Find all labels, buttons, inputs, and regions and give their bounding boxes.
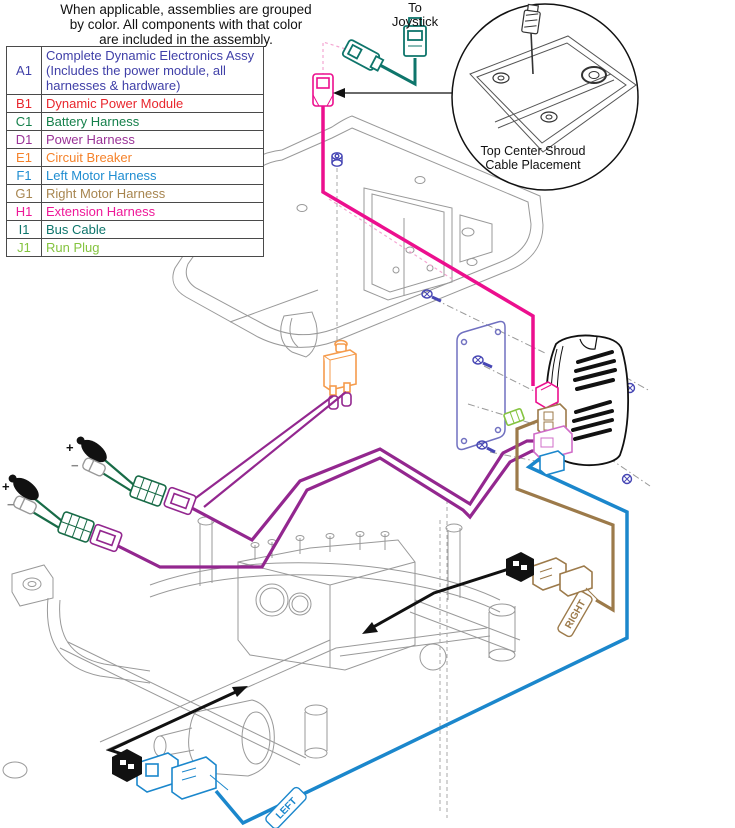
legend-id-C1: C1 xyxy=(6,112,42,131)
plate-screw-mid xyxy=(472,355,493,369)
battery1-minus: − xyxy=(71,458,79,473)
legend-label-A1: Complete Dynamic Electronics Assy (Inclu… xyxy=(41,46,264,95)
page-note-line1: When applicable, assemblies are grouped xyxy=(60,2,312,17)
page-note-line2: by color. All components with that color xyxy=(69,17,303,32)
left-motor-harness: LEFT xyxy=(136,451,629,828)
circuit-breaker xyxy=(323,339,357,396)
battery2-minus: − xyxy=(7,497,15,512)
callout-label-line1: Top Center Shroud xyxy=(481,144,586,158)
motor-cable-connector-right xyxy=(506,552,534,582)
bus-cable xyxy=(341,17,427,87)
mounting-plate xyxy=(456,320,506,451)
battery-polarity-labels: + − + − xyxy=(2,440,79,512)
motor-cables xyxy=(105,552,534,782)
shroud-line-art xyxy=(172,115,544,358)
power-harness-connectors xyxy=(89,486,197,553)
module-vents xyxy=(571,350,617,441)
legend-id-H1: H1 xyxy=(6,202,42,221)
battery-positive-boot xyxy=(8,436,107,501)
battery2-plus: + xyxy=(2,479,10,494)
module-connectors xyxy=(503,381,573,476)
legend-id-I1: I1 xyxy=(6,220,42,239)
callout-cable-connector xyxy=(521,3,541,35)
legend-label-G1: Right Motor Harness xyxy=(41,184,264,203)
joystick-connector xyxy=(403,17,427,57)
legend-id-A1: A1 xyxy=(6,46,42,95)
power-module-connector xyxy=(533,425,573,461)
power-harness-cables xyxy=(111,391,543,569)
battery-negative-connector xyxy=(13,457,106,515)
page-note: When applicable, assemblies are grouped … xyxy=(0,2,372,47)
motor-cable-connector-left xyxy=(112,749,142,782)
callout-arrow xyxy=(333,88,345,98)
legend-label-E1: Circuit Breaker xyxy=(41,148,264,167)
legend-id-E1: E1 xyxy=(6,148,42,167)
right-tag: RIGHT xyxy=(557,590,593,638)
hardware-screws xyxy=(331,152,636,485)
extension-harness-connector xyxy=(312,73,334,107)
battery-harness-connectors xyxy=(57,475,167,543)
legend-label-D1: Power Harness xyxy=(41,130,264,149)
battery1-plus: + xyxy=(66,440,74,455)
legend-label-F1: Left Motor Harness xyxy=(41,166,264,185)
legend-label-J1: Run Plug xyxy=(41,238,264,257)
extension-module-connector xyxy=(535,381,559,409)
legend-id-D1: D1 xyxy=(6,130,42,149)
run-plug xyxy=(503,408,525,426)
callout-label-line2: Cable Placement xyxy=(485,158,581,172)
plate-screw-bottom xyxy=(476,440,496,454)
bus-cable-connector xyxy=(341,39,385,72)
legend-label-H1: Extension Harness xyxy=(41,202,264,221)
legend-id-G1: G1 xyxy=(6,184,42,203)
legend-label-B1: Dynamic Power Module xyxy=(41,94,264,113)
legend-label-C1: Battery Harness xyxy=(41,112,264,131)
module-screw-bottom xyxy=(621,473,633,485)
legend-id-B1: B1 xyxy=(6,94,42,113)
legend-id-F1: F1 xyxy=(6,166,42,185)
left-tag: LEFT xyxy=(265,786,307,828)
to-joystick-label: To Joystick xyxy=(391,0,439,29)
left-motor-module-connector xyxy=(539,450,565,476)
shroud-callout: Top Center Shroud Cable Placement xyxy=(333,3,639,191)
battery-harnesses xyxy=(8,436,167,543)
legend-id-J1: J1 xyxy=(6,238,42,257)
shroud-nut xyxy=(331,152,343,167)
plate-screw-top xyxy=(421,289,442,303)
construction-lines xyxy=(336,168,651,818)
right-motor-harness: RIGHT xyxy=(515,418,615,638)
chassis-line-art xyxy=(2,516,521,779)
page-note-line3: are included in the assembly. xyxy=(99,32,273,47)
legend-label-I1: Bus Cable xyxy=(41,220,264,239)
extension-harness xyxy=(312,41,535,386)
